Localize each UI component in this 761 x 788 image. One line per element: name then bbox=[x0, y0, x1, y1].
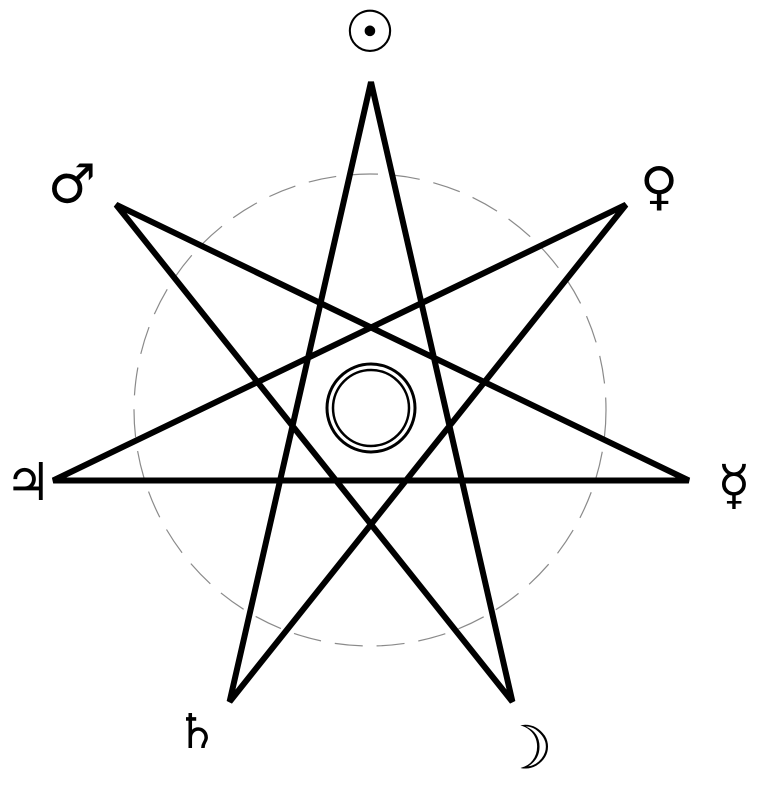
center-circle-outer-ring bbox=[325, 362, 417, 454]
planet-symbol-labels: ☉ ♀ ☿ ☽ ♄ ♃ ♂ bbox=[5, 0, 751, 784]
center-circle-inner-ring bbox=[331, 368, 411, 448]
saturn-symbol-icon: ♄ bbox=[175, 704, 218, 760]
jupiter-symbol-icon: ♃ bbox=[5, 453, 52, 513]
seven-pointed-star bbox=[51, 81, 691, 704]
mercury-symbol-icon: ☿ bbox=[717, 454, 750, 517]
sun-symbol-icon: ☉ bbox=[344, 0, 396, 66]
venus-symbol-icon: ♀ bbox=[640, 157, 678, 217]
dashed-guide-circle bbox=[133, 173, 607, 647]
mars-symbol-icon: ♂ bbox=[48, 153, 96, 216]
moon-symbol-icon: ☽ bbox=[499, 714, 553, 784]
